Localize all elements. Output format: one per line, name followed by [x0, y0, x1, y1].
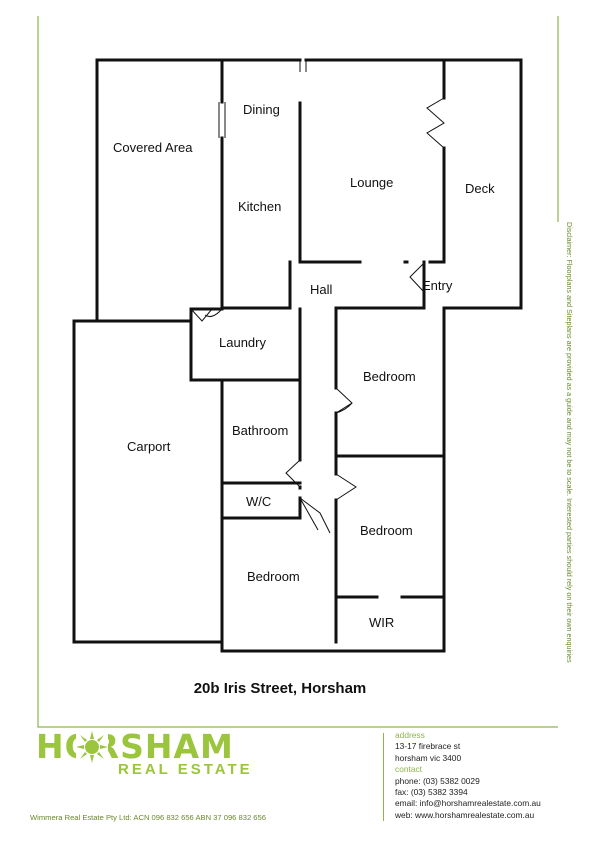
walls [72, 58, 523, 653]
logo-main-text: HORSHAM [36, 727, 234, 766]
room-labels: Dining Covered Area Kitchen Lounge Deck … [113, 102, 495, 630]
room-label-laundry: Laundry [219, 335, 266, 350]
doors [190, 60, 445, 534]
room-label-bedroom-2: Bedroom [360, 523, 413, 538]
room-label-wir: WIR [369, 615, 394, 630]
company-footer: Wimmera Real Estate Pty Ltd: ACN 096 832… [30, 813, 266, 822]
horsham-logo: HORSHAM REAL ESTATE [36, 730, 264, 780]
room-label-bedroom-3: Bedroom [247, 569, 300, 584]
web[interactable]: web: www.horshamrealestate.com.au [395, 809, 535, 820]
room-label-covered-area: Covered Area [113, 140, 193, 155]
fax: fax: (03) 5382 3394 [395, 787, 468, 798]
phone: phone: (03) 5382 0029 [395, 775, 480, 786]
disclaimer-text: Disclaimer: Floorplans and Siteplans are… [565, 222, 574, 663]
room-label-wc: W/C [246, 494, 271, 509]
contact-block: address 13-17 firebrace st horsham vic 3… [395, 730, 541, 821]
room-label-entry: Entry [422, 278, 453, 293]
email[interactable]: email: info@horshamrealestate.com.au [395, 798, 541, 809]
room-label-deck: Deck [465, 181, 495, 196]
room-label-dining: Dining [243, 102, 280, 117]
page-border [37, 16, 559, 728]
property-address-title: 20b Iris Street, Horsham [193, 680, 367, 697]
logo-sub-text: REAL ESTATE [118, 761, 253, 778]
disclaimer: Disclaimer: Floorplans and Siteplans are… [559, 222, 579, 717]
address-label: address [395, 730, 425, 740]
room-label-hall: Hall [310, 282, 333, 297]
contact-divider [383, 733, 384, 821]
room-label-carport: Carport [127, 439, 171, 454]
sun-icon [76, 731, 108, 763]
address-line-1: 13-17 firebrace st [395, 741, 461, 752]
contact-label: contact [395, 764, 423, 775]
room-label-bathroom: Bathroom [232, 423, 288, 438]
room-label-lounge: Lounge [350, 175, 393, 190]
room-label-kitchen: Kitchen [238, 199, 281, 214]
address-line-2: horsham vic 3400 [395, 752, 462, 763]
room-label-bedroom-1: Bedroom [363, 369, 416, 384]
